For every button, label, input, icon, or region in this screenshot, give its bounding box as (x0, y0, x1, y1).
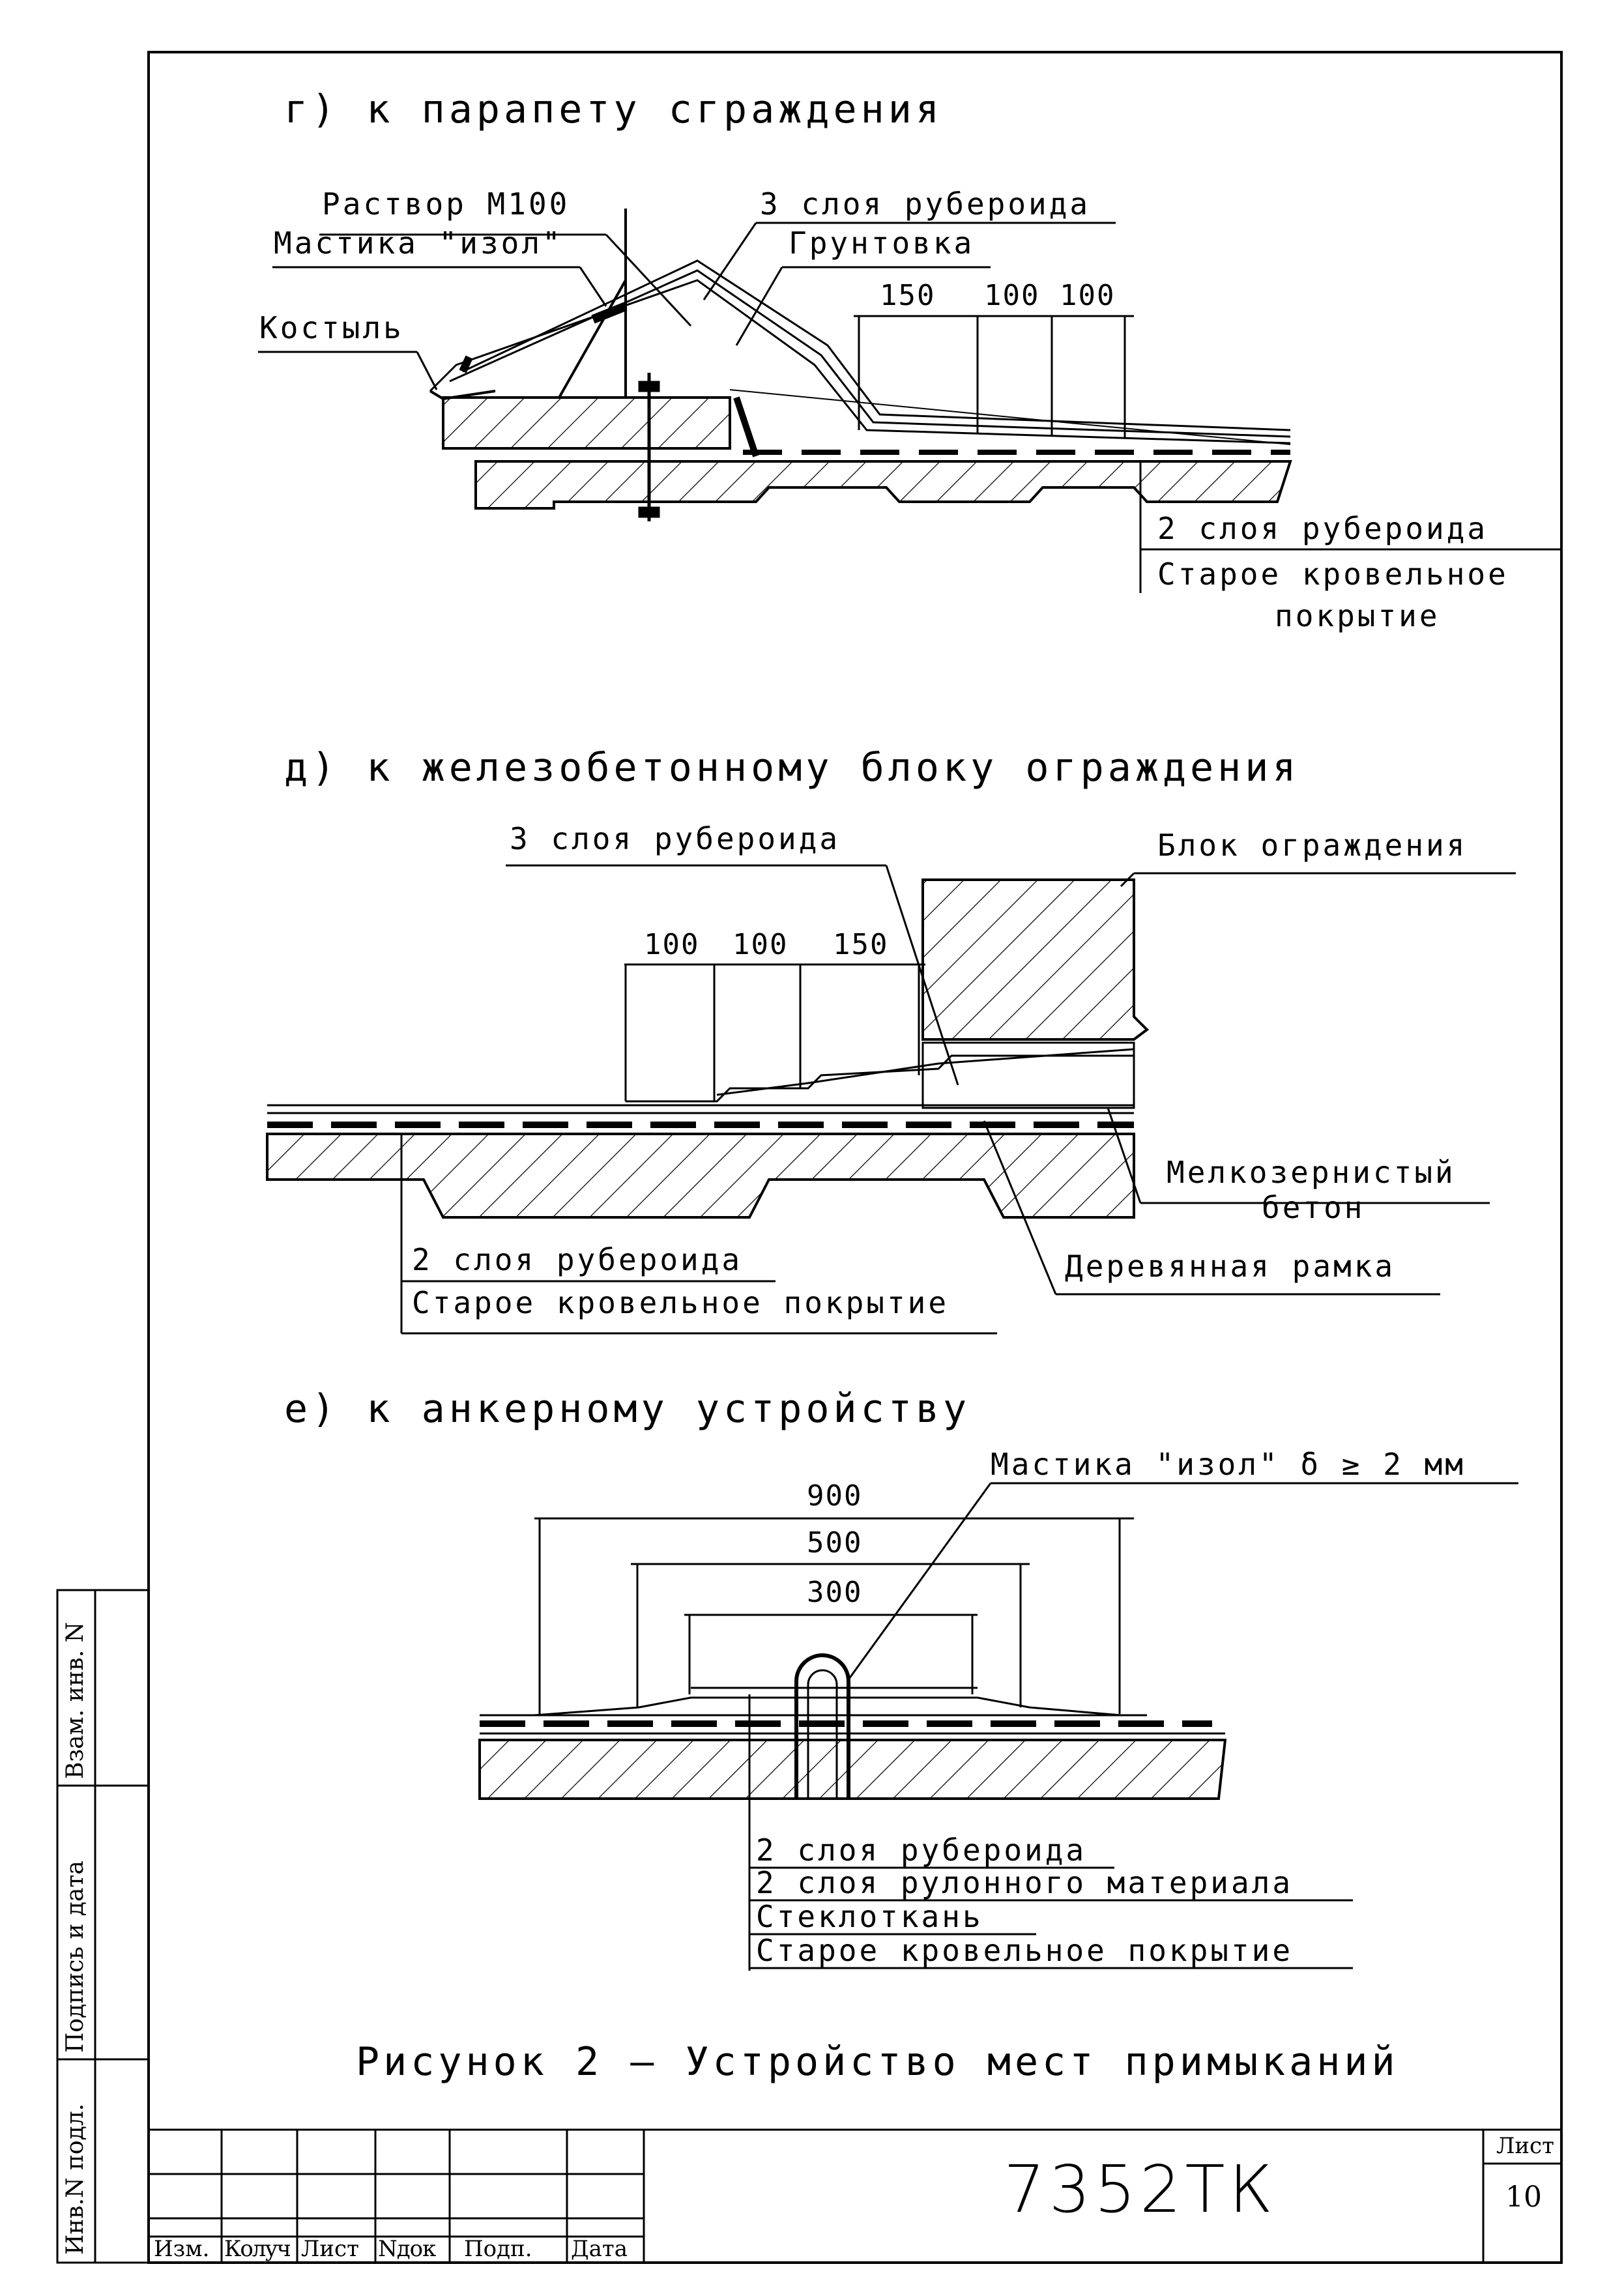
stamp-podpis-data: Подпись и дата (62, 1861, 89, 2053)
leaders (748, 1482, 1518, 1971)
col-ndok: Nдок (378, 2236, 436, 2262)
col-list: Лист (301, 2236, 359, 2262)
dim-lines (624, 963, 925, 1101)
label-two-layers: 2 слоя рубероида (412, 1242, 743, 1277)
label-mastika: Мастика "изол" δ ≥ 2 мм (991, 1447, 1466, 1482)
label-layer-1: 2 слоя рубероида (756, 1833, 1087, 1868)
section-d-title: д) к железобетонному блоку ограждения (284, 745, 1300, 790)
col-podp: Подп. (464, 2236, 532, 2262)
sheet-number: 10 (1505, 2181, 1542, 2214)
title-block (149, 2128, 1561, 2263)
label-gruntovka: Грунтовка (789, 225, 975, 261)
label-ramka: Деревянная рамка (1065, 1249, 1396, 1284)
stamp-inv-podl: Инв.N подл. (62, 2103, 89, 2255)
doc-code: 7352ТК (1004, 2151, 1277, 2227)
label-layer-2: 2 слоя рулонного материала (756, 1865, 1294, 1900)
dim-150: 150 (833, 928, 889, 961)
section-e-title: е) к анкерному устройству (284, 1386, 971, 1432)
sheet-frame (56, 51, 1563, 2264)
slab (266, 1133, 1135, 1219)
label-beton-1: Мелкозернистый (1167, 1155, 1456, 1190)
leaders (258, 222, 1561, 593)
slab (478, 1739, 1227, 1800)
label-old-roof: Старое кровельное покрытие (412, 1285, 950, 1320)
label-old-roof-2: покрытие (1275, 598, 1440, 633)
label-layer-3: Стеклоткань (756, 1899, 983, 1934)
parapet-detail (258, 209, 1561, 593)
dim-lines (854, 315, 1134, 438)
fence-block (921, 878, 1150, 1041)
dim-500: 500 (807, 1526, 863, 1559)
leaders (400, 864, 1516, 1335)
dim-100-a: 100 (644, 928, 700, 961)
base-slab (474, 460, 1292, 510)
dim-100-b: 100 (732, 928, 789, 961)
label-two-layers: 2 слоя рубероида (1157, 511, 1488, 546)
figure-caption: Рисунок 2 – Устройство мест примыканий (356, 2039, 1399, 2085)
label-rastvor: Раствор М100 (322, 186, 570, 222)
label-beton-2: бетон (1262, 1190, 1365, 1225)
col-data: Дата (571, 2236, 628, 2262)
label-blok: Блок ограждения (1157, 828, 1468, 863)
label-kostyl: Костыль (259, 310, 404, 345)
label-layer-4: Старое кровельное покрытие (756, 1933, 1294, 1968)
anchor-detail (478, 1482, 1518, 1971)
dim-100-b: 100 (1060, 279, 1116, 312)
label-mastika: Мастика "изол" (274, 225, 563, 261)
label-three-layers: 3 слоя рубероида (760, 186, 1091, 222)
sheet-label: Лист (1496, 2133, 1554, 2159)
concrete-block-detail (266, 864, 1516, 1335)
dim-100-a: 100 (984, 279, 1040, 312)
label-old-roof-1: Старое кровельное (1157, 557, 1509, 592)
dim-150: 150 (880, 279, 936, 312)
col-izm: Изм. (154, 2236, 210, 2262)
parapet-slab (442, 396, 731, 450)
section-g-title: г) к парапету сграждения (284, 87, 943, 132)
dim-lines (534, 1517, 1134, 1714)
dim-300: 300 (807, 1576, 863, 1609)
col-koluch: Колуч (224, 2236, 291, 2262)
dim-900: 900 (807, 1479, 863, 1513)
label-three-layers: 3 слоя рубероида (510, 821, 841, 856)
anchor-loop (794, 1653, 850, 1799)
stamp-vzam-inv: Взам. инв. N (62, 1621, 89, 1779)
